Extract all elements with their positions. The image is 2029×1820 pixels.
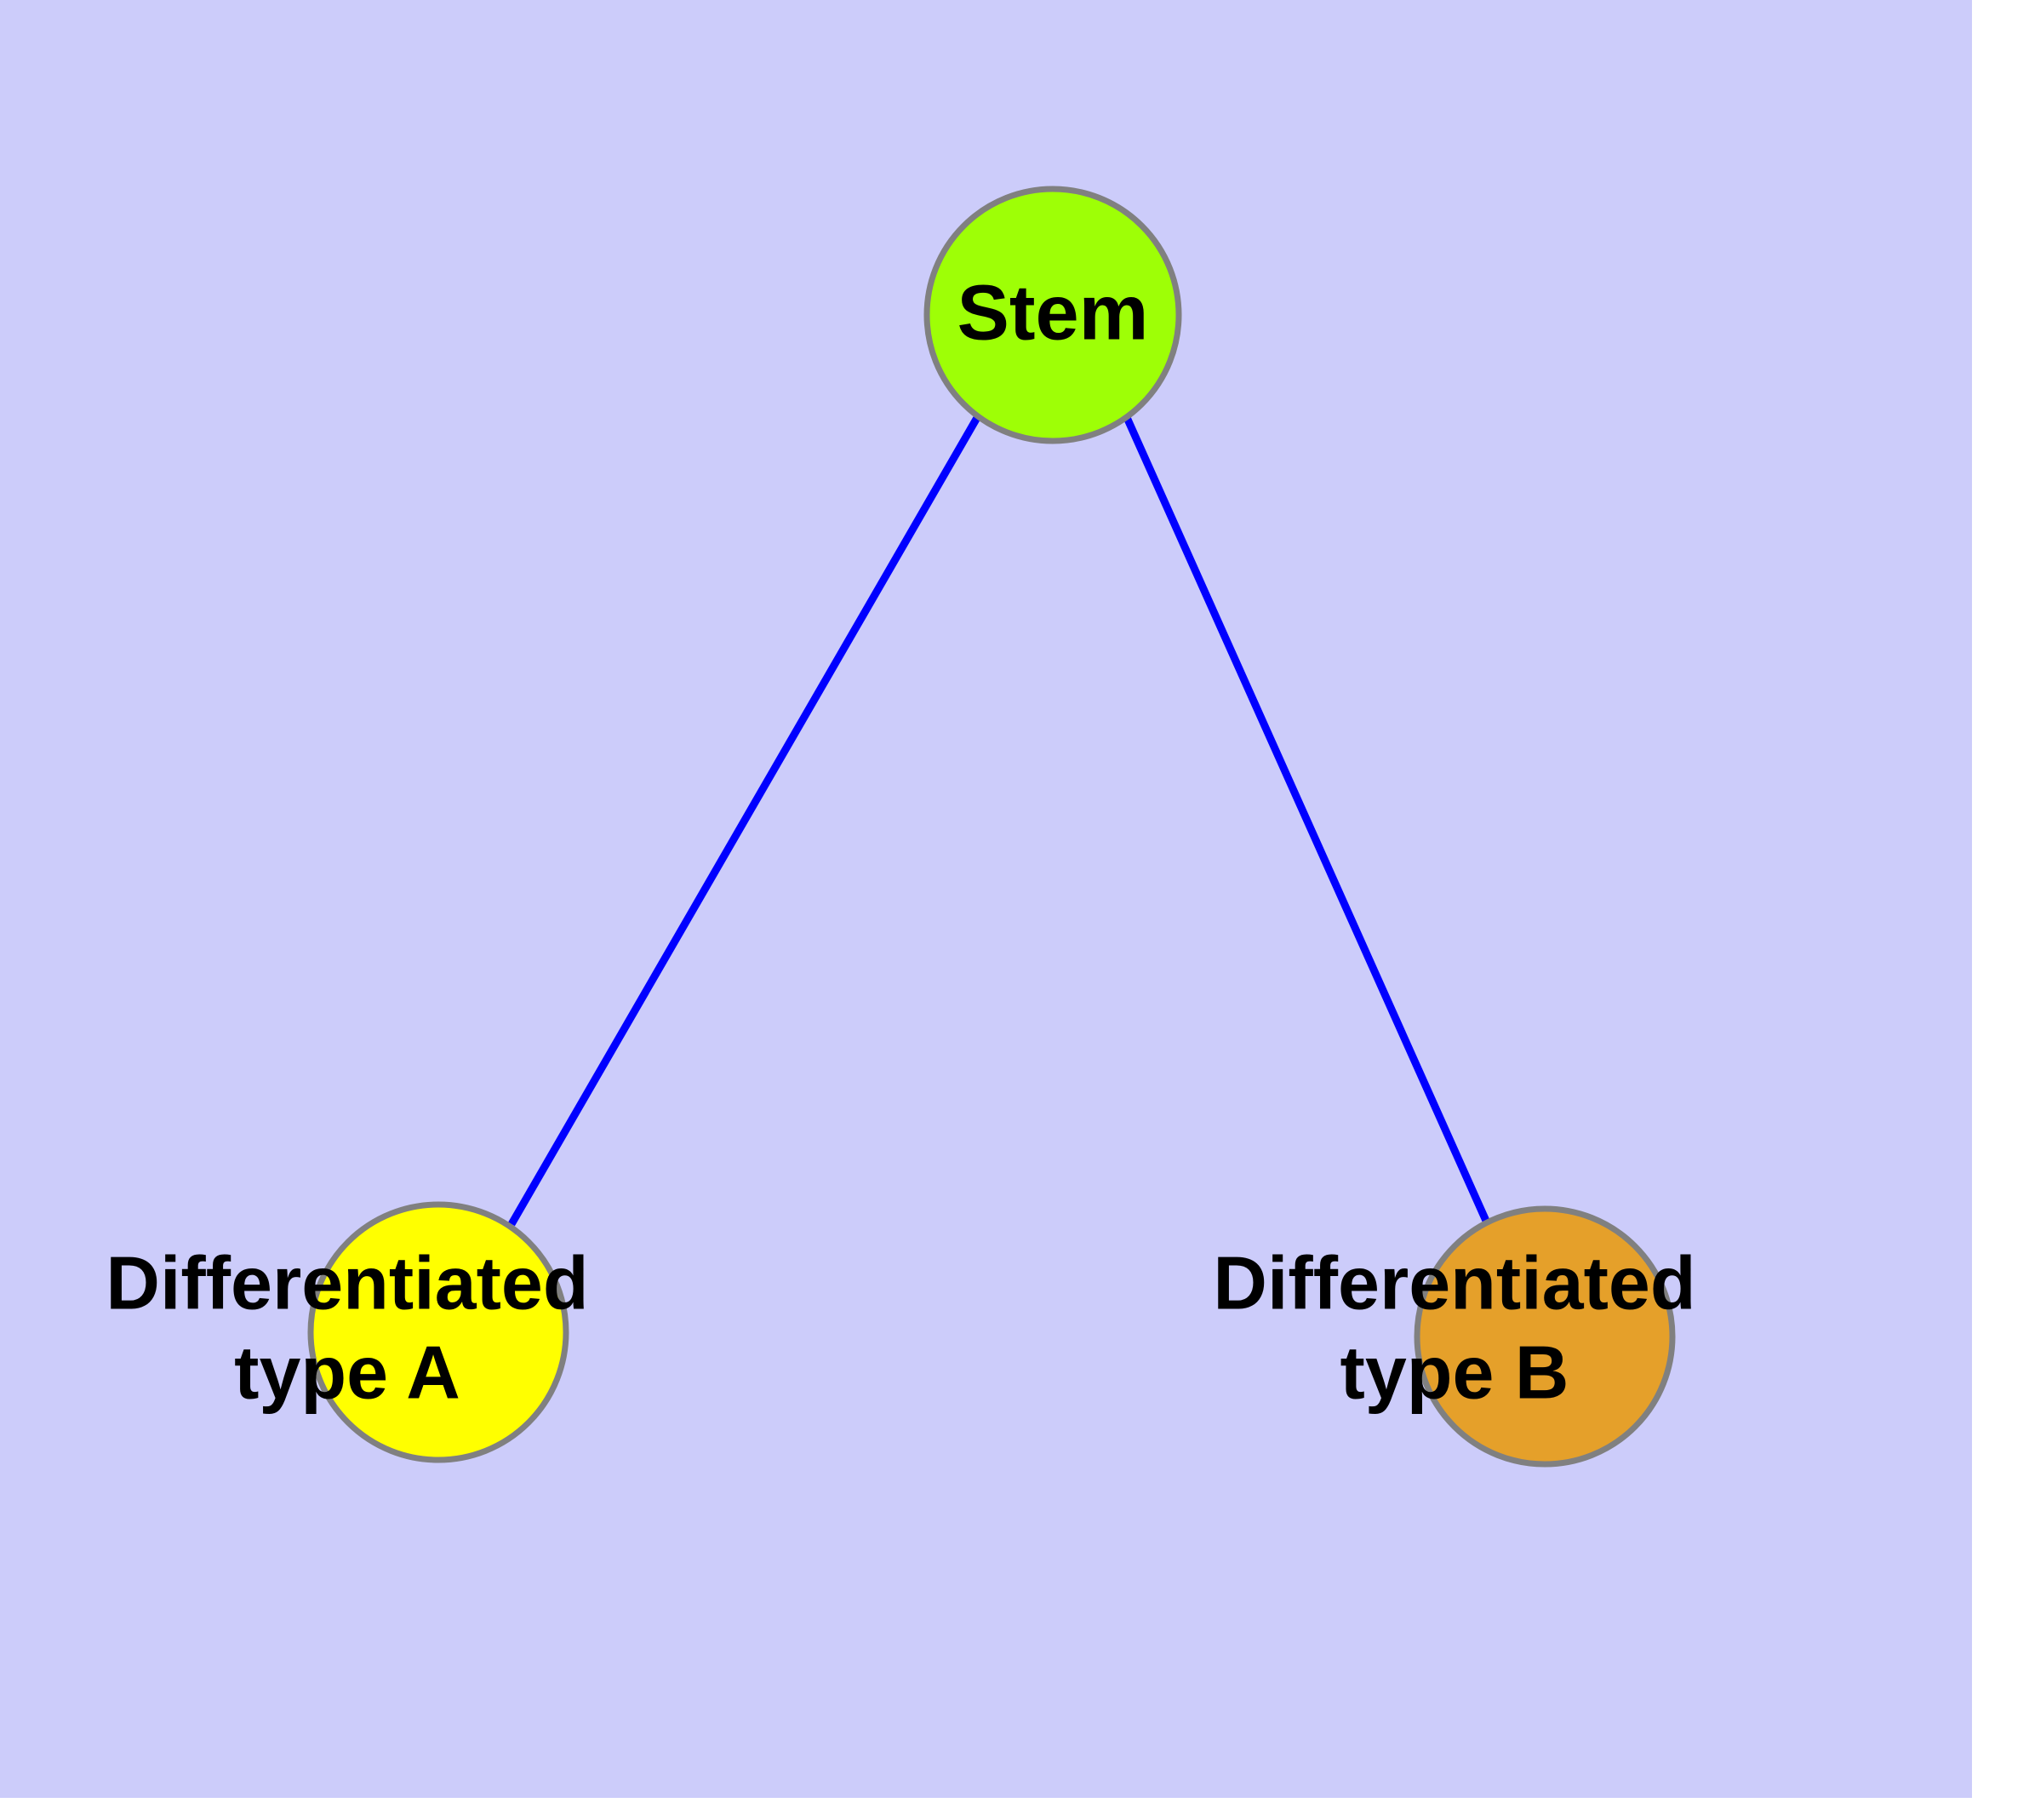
node-label-differentiated-type-a-line1: Differentiated [106, 1240, 588, 1325]
node-label-stem: Stem [957, 269, 1149, 356]
edge-stem-to-differentiated-type-b[interactable] [1121, 412, 1490, 1222]
node-label-differentiated-type-a-line2: type A [234, 1330, 460, 1414]
node-stem[interactable] [923, 186, 1182, 444]
node-differentiated-type-b[interactable] [1414, 1205, 1676, 1468]
node-differentiated-type-a[interactable] [307, 1201, 569, 1463]
edge-layer [508, 412, 1490, 1227]
label-layer: Stem Differentiated type A Differentiate… [106, 269, 1695, 1414]
node-label-differentiated-type-b-line2: type B [1340, 1330, 1569, 1414]
node-label-differentiated-type-b-line1: Differentiated [1213, 1240, 1695, 1325]
edge-stem-to-differentiated-type-a[interactable] [508, 414, 981, 1227]
node-layer [307, 186, 1676, 1468]
